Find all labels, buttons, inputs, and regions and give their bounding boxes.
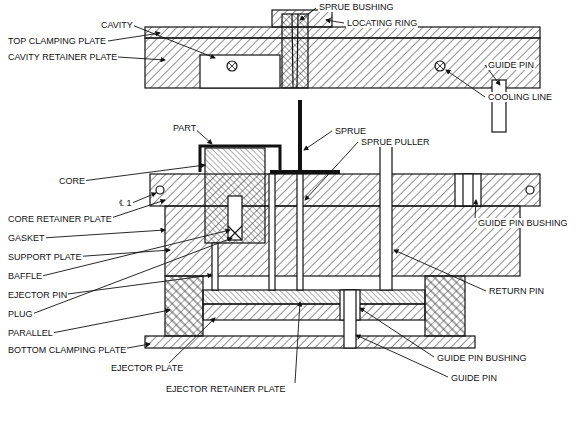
part-label: CORE RETAINER PLATE (7, 214, 113, 224)
part-label: SPRUE BUSHING (318, 2, 395, 12)
part-label: SPRUE PULLER (360, 137, 431, 147)
part-label: CAVITY RETAINER PLATE (7, 52, 118, 62)
part-label: GUIDE PIN BUSHING (436, 353, 528, 363)
part-label: GUIDE PIN BUSHING (477, 218, 569, 228)
part-label: ℄ 1 (118, 198, 133, 208)
part-label: SUPPORT PLATE (7, 252, 83, 262)
part-label: COOLING LINE (487, 92, 553, 102)
part-label: PART (172, 123, 197, 133)
part-label: GUIDE PIN (487, 60, 535, 70)
part-label: PLUG (7, 309, 34, 319)
part-label: TOP CLAMPING PLATE (7, 36, 107, 46)
part-label: RETURN PIN (488, 286, 545, 296)
part-label: BAFFLE (7, 271, 43, 281)
part-label: LOCATING RING (346, 18, 418, 28)
part-label: EJECTOR RETAINER PLATE (165, 384, 287, 394)
part-label: EJECTOR PIN (7, 290, 68, 300)
part-label: CORE (58, 176, 86, 186)
part-label: SPRUE (334, 126, 367, 136)
part-label: CAVITY (100, 20, 134, 30)
part-label: GUIDE PIN (450, 373, 498, 383)
part-label: GASKET (7, 233, 46, 243)
part-label: EJECTOR PLATE (110, 363, 184, 373)
part-label: BOTTOM CLAMPING PLATE (7, 345, 127, 355)
part-label: PARALLEL (7, 328, 54, 338)
